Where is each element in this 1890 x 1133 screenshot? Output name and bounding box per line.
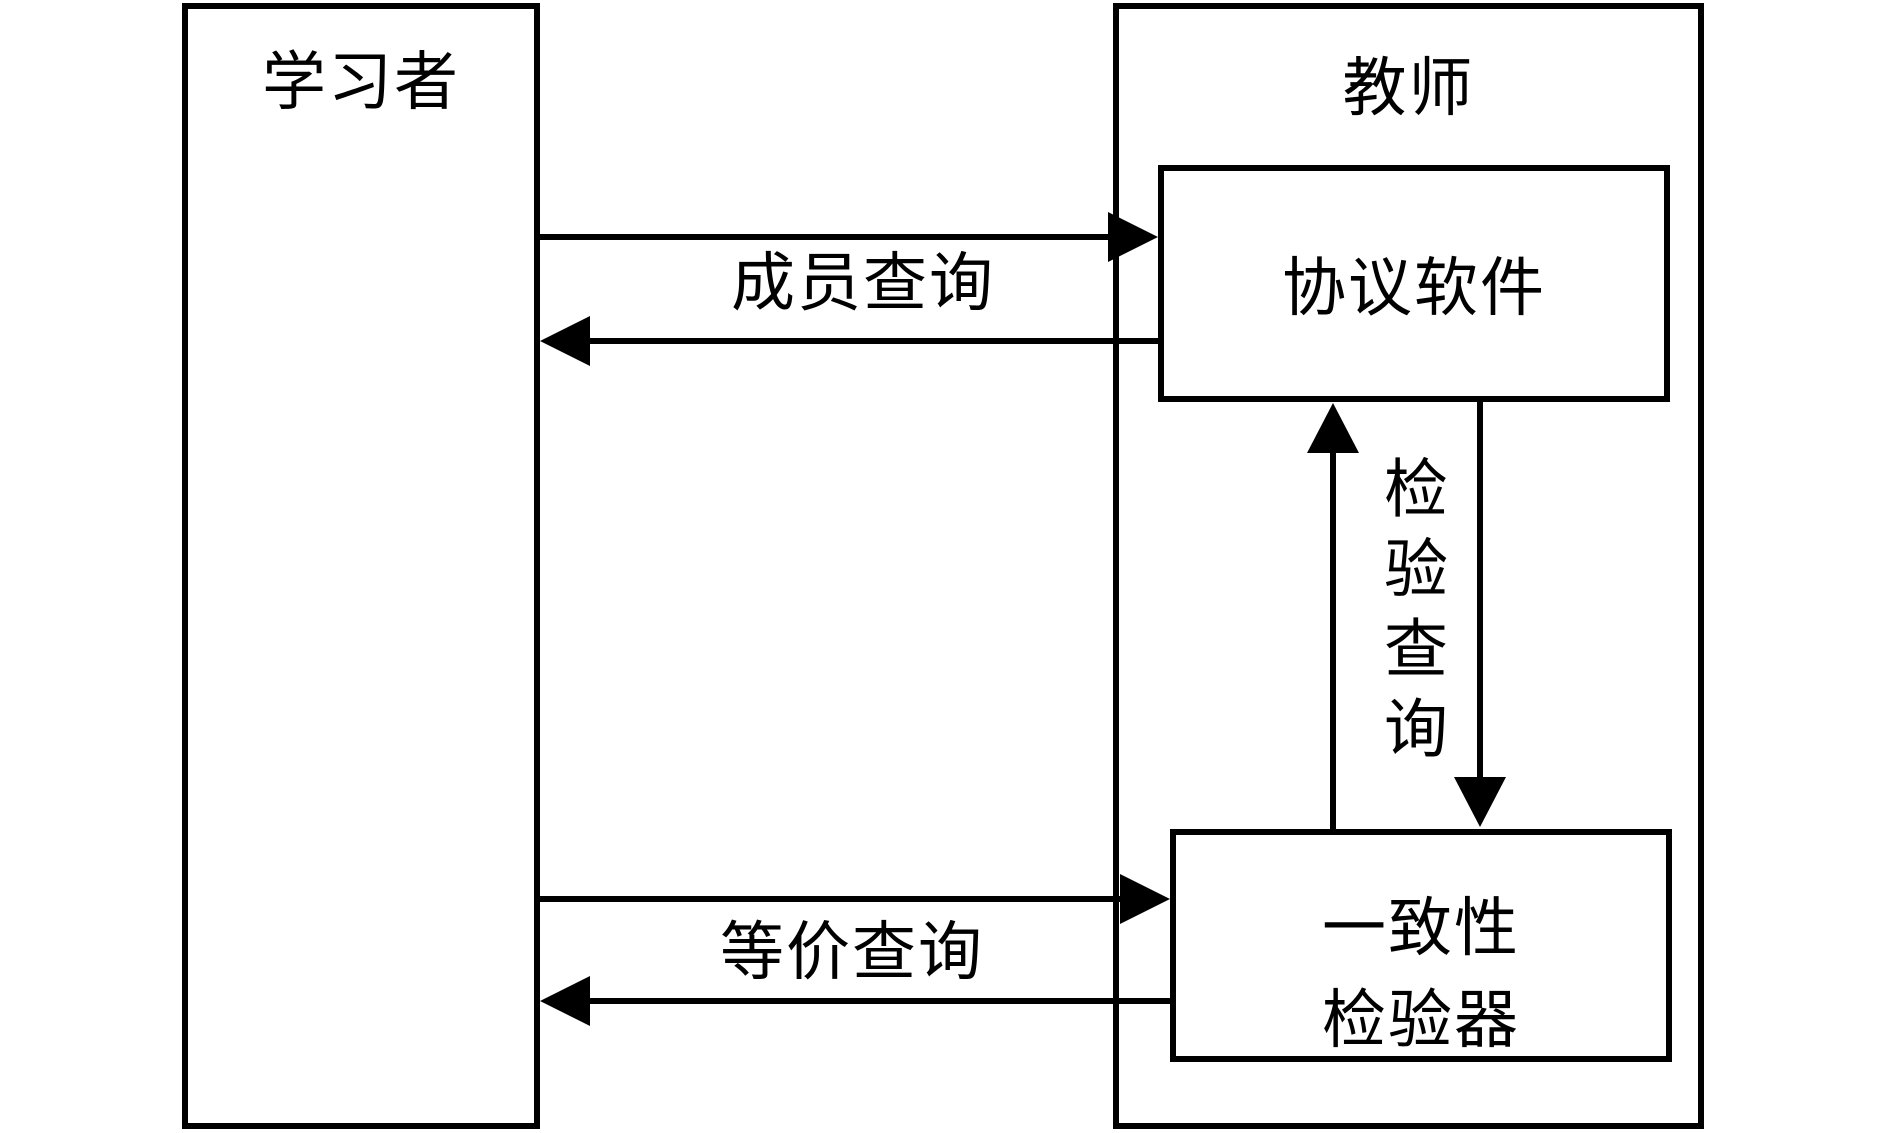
membership-query-arrowhead-left	[540, 316, 590, 366]
membership-query-arrow-right-shaft	[540, 234, 1110, 240]
verification-query-label: 检验查询	[1373, 455, 1447, 775]
verification-query-arrowhead-down	[1454, 777, 1506, 827]
equivalence-query-arrow-left-shaft	[588, 998, 1170, 1004]
equivalence-query-arrowhead-right	[1120, 874, 1170, 924]
learner-box: 学习者	[182, 3, 540, 1129]
equivalence-query-arrowhead-left	[540, 976, 590, 1026]
learner-box-title: 学习者	[262, 46, 460, 120]
equivalence-query-arrow-right-shaft	[540, 896, 1122, 902]
verification-query-arrow-up-shaft	[1330, 450, 1336, 829]
verification-query-arrow-down-shaft	[1477, 402, 1483, 779]
consistency-checker-label-line1: 一致性	[1322, 892, 1520, 966]
equivalence-query-label: 等价查询	[720, 916, 984, 990]
membership-query-arrowhead-right	[1108, 212, 1158, 262]
membership-query-arrow-left-shaft	[588, 338, 1158, 344]
teacher-box-title: 教师	[1342, 52, 1475, 126]
membership-query-label: 成员查询	[731, 247, 995, 321]
verification-query-arrowhead-up	[1307, 403, 1359, 453]
protocol-software-label: 协议软件	[1282, 251, 1546, 326]
consistency-checker-label-line2: 检验器	[1322, 984, 1520, 1058]
protocol-software-box: 协议软件	[1158, 165, 1670, 402]
consistency-checker-box: 一致性 检验器	[1170, 829, 1672, 1062]
